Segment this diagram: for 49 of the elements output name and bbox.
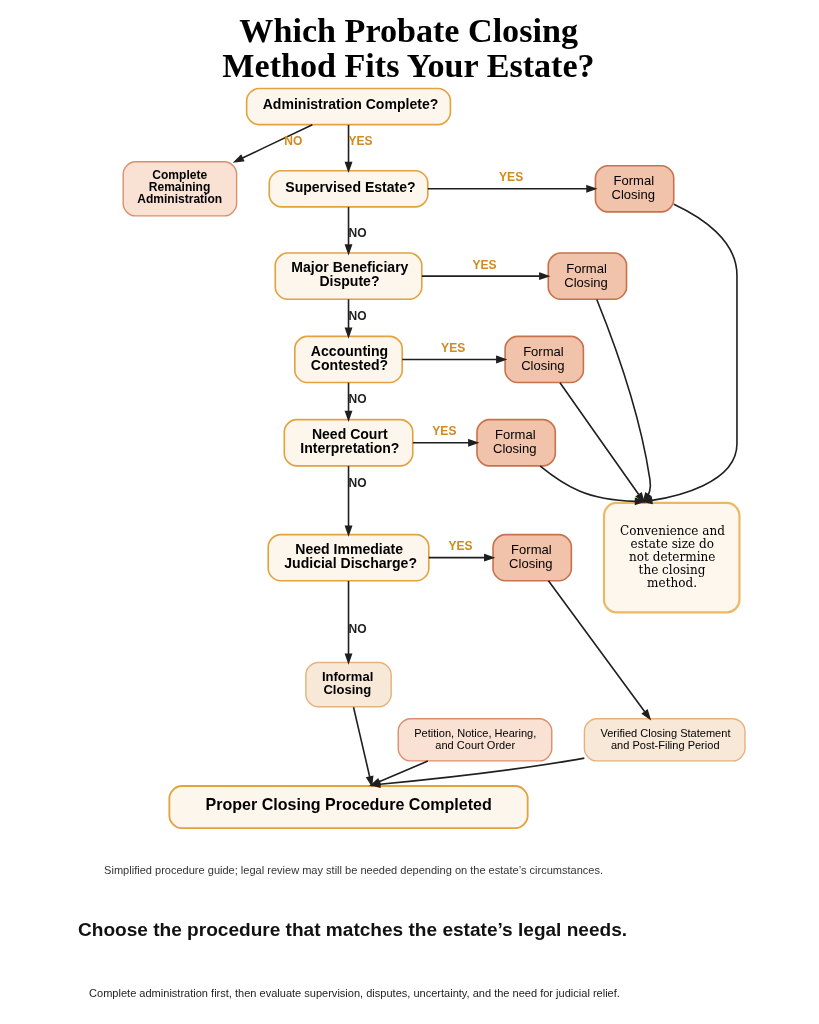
arrow [428, 553, 496, 562]
node-box: Need Court Interpretation? [283, 418, 414, 467]
arrow [401, 355, 508, 364]
arrow [344, 465, 353, 537]
node-box: Informal Closing [305, 661, 392, 708]
node-box: Formal Closing [492, 533, 573, 582]
edge-label: NO [348, 225, 367, 240]
node-box: Convenience and estate size do not determine the closing method. [602, 501, 741, 614]
edge-label: YES [348, 134, 373, 149]
diagram-title: Which Probate Closing Method Fits Your Estate? [222, 12, 595, 84]
edge-label: NO [348, 308, 367, 323]
node-box: Petition, Notice, Hearing, and Court Order [397, 718, 553, 762]
arrow [421, 272, 551, 281]
arrow [547, 579, 652, 721]
node-box: Need Immediate Judicial Discharge? [267, 533, 430, 582]
edge-label: YES [472, 257, 497, 272]
arrow [344, 298, 353, 339]
node-box: Formal Closing [504, 335, 585, 384]
label: Complete administration first, then evaluate supervision, disputes, uncertainty, and the need for judicial relief. [89, 986, 620, 999]
node-box: Proper Closing Procedure Completed [168, 785, 529, 830]
node-box: Formal Closing [594, 164, 675, 213]
arrow [427, 184, 598, 193]
label: Choose the procedure that matches the estate’s legal needs. [78, 919, 628, 941]
node-box: Supervised Estate? [268, 169, 429, 208]
node-box: Major Beneficiary Dispute? [274, 252, 423, 301]
node-box: Complete Remaining Administration [122, 161, 238, 217]
edge-label: NO [348, 392, 367, 407]
arrow [344, 206, 353, 256]
node-box: Formal Closing [547, 252, 628, 301]
arrow [344, 381, 353, 422]
arrow [344, 124, 353, 174]
arrow [412, 438, 480, 447]
arrow [352, 706, 374, 788]
edge-label: NO [348, 622, 367, 637]
edge-label: NO [284, 134, 303, 149]
label: Simplified procedure guide; legal review may still be needed depending on the estate’s circumstances. [104, 864, 604, 877]
arrow [344, 580, 353, 665]
edge-label: NO [348, 475, 367, 490]
node-box: Formal Closing [476, 418, 557, 467]
node-box: Accounting Contested? [294, 335, 404, 384]
arrow [559, 381, 645, 504]
arrow [232, 123, 314, 163]
edge-label: YES [499, 170, 524, 185]
node-box: Verified Closing Statement and Post-Filing Period [583, 718, 746, 762]
edge-label: YES [441, 341, 466, 356]
node-box: Administration Complete? [245, 87, 452, 126]
edge-label: YES [448, 539, 473, 554]
arrow [539, 465, 647, 506]
edge-label: YES [432, 424, 457, 439]
